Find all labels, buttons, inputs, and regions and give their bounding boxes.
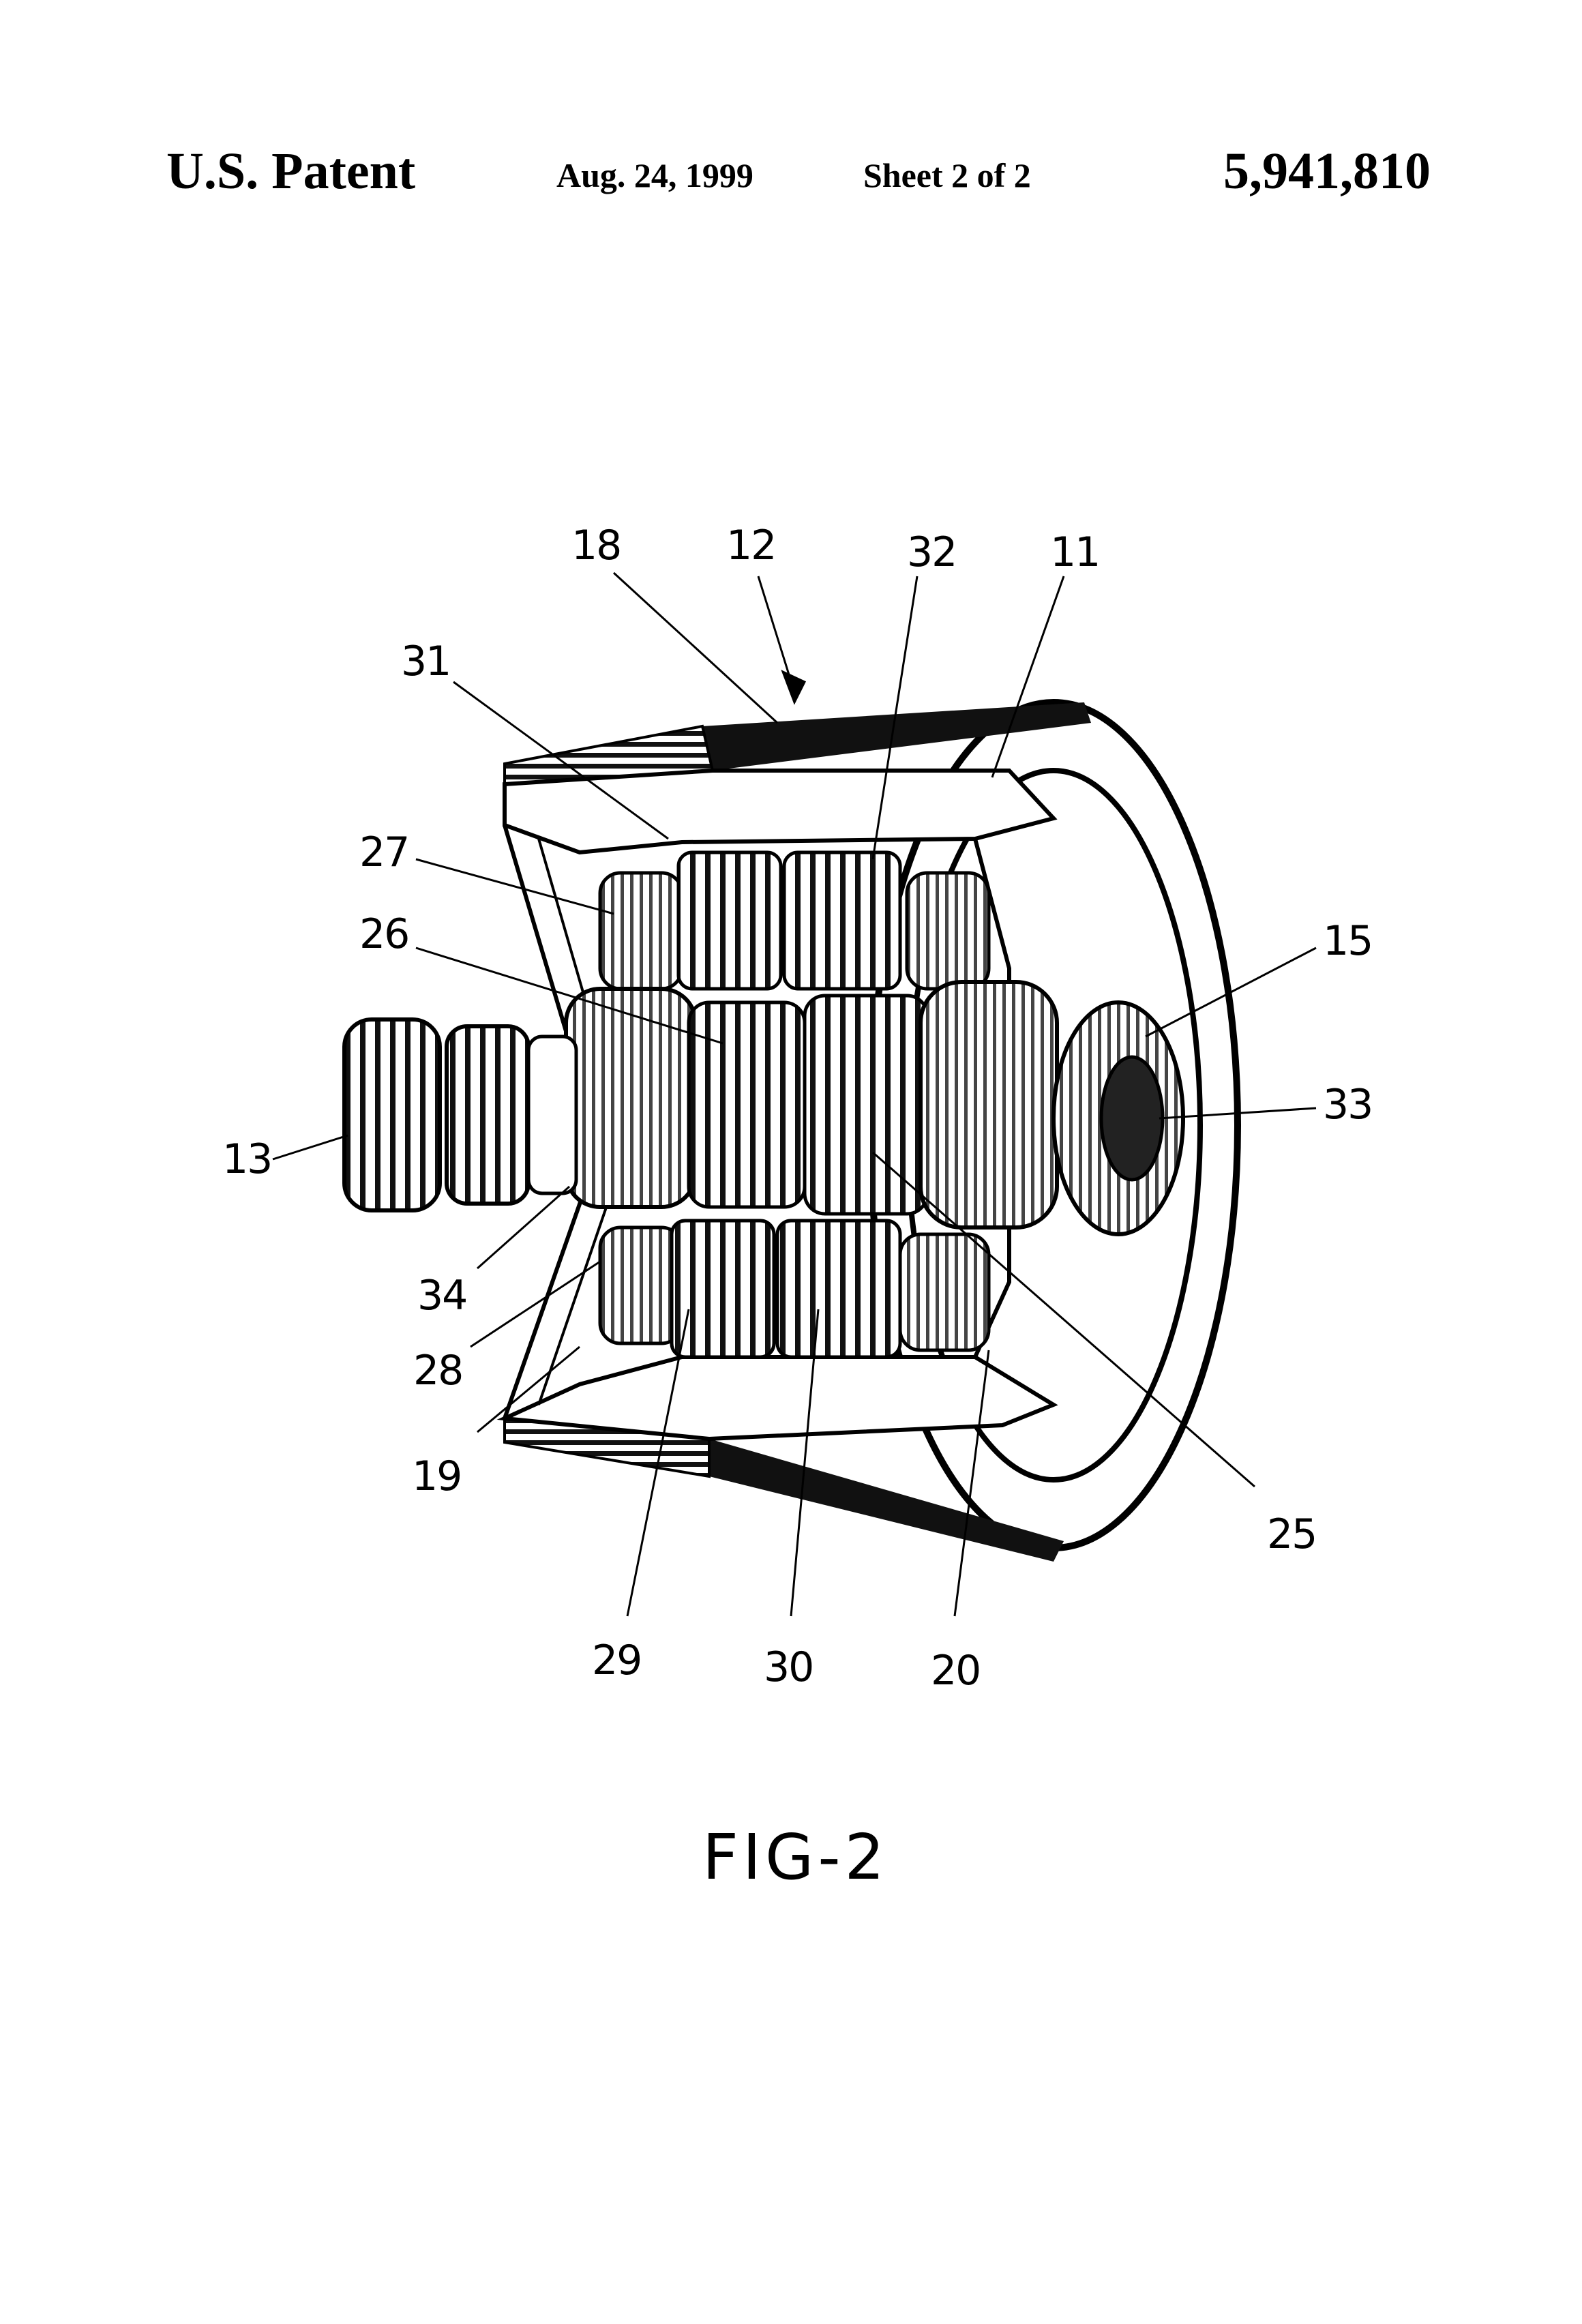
ref-11: 11: [1050, 528, 1099, 576]
planet-gear-upper: [600, 852, 989, 989]
ref-20: 20: [931, 1647, 980, 1695]
ref-31: 31: [401, 638, 450, 685]
ref-30: 30: [764, 1643, 813, 1691]
sun-gear-center: [566, 982, 1183, 1234]
ref-33: 33: [1323, 1081, 1372, 1129]
ref-28: 28: [413, 1347, 462, 1395]
ref-13: 13: [222, 1135, 271, 1183]
ref-18: 18: [571, 522, 621, 569]
ref-19: 19: [412, 1452, 461, 1500]
ref-15: 15: [1323, 917, 1372, 965]
planet-gear-lower: [600, 1221, 989, 1357]
ref-25: 25: [1267, 1510, 1316, 1558]
ref-34: 34: [417, 1272, 466, 1320]
ref-12: 12: [726, 522, 775, 569]
ref-27: 27: [359, 829, 408, 876]
figure-caption: FIG-2: [702, 1821, 889, 1894]
input-shaft: [344, 1019, 576, 1210]
ref-29: 29: [592, 1637, 641, 1684]
ref-32: 32: [907, 528, 956, 576]
ref-26: 26: [359, 910, 408, 958]
